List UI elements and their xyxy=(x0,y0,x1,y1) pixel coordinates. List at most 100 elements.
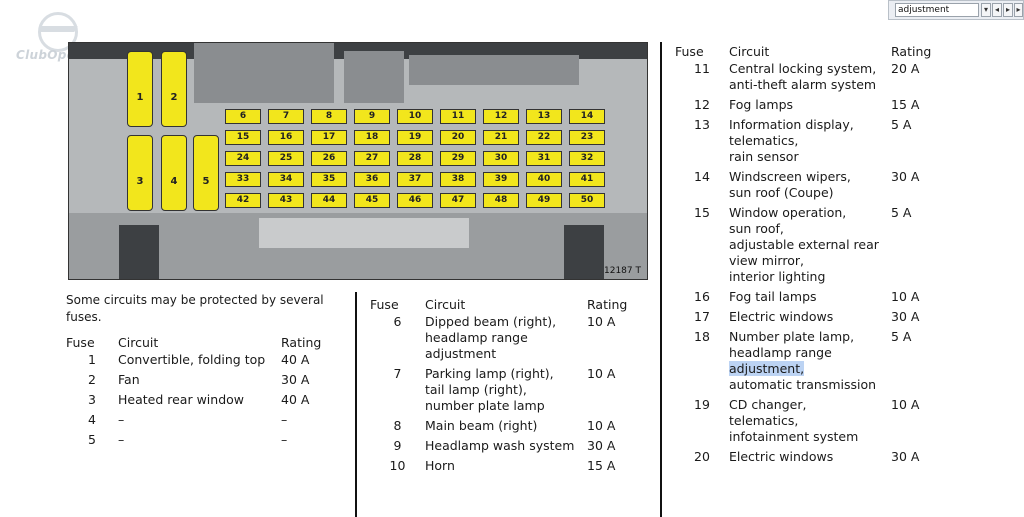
circuit-line: – xyxy=(118,432,125,447)
circuit-header: Circuit xyxy=(425,296,466,312)
fuse-number: 18 xyxy=(694,329,710,344)
fusebox-foot-right xyxy=(564,225,604,279)
fuse-header: Fuse xyxy=(370,296,399,312)
find-dropdown-icon[interactable]: ▾ xyxy=(981,3,991,17)
fuse-number: 20 xyxy=(694,449,710,464)
fuse-15: 15 xyxy=(225,130,261,145)
find-input[interactable] xyxy=(895,3,979,17)
rating-value: 30 A xyxy=(281,372,310,387)
fuse-32: 32 xyxy=(569,151,605,166)
fuse-7: 7 xyxy=(268,109,304,124)
circuit-cell: Windscreen wipers,sun roof (Coupe) xyxy=(729,169,891,205)
circuit-line: Fog lamps xyxy=(729,97,794,112)
rating-value: 20 A xyxy=(891,61,920,76)
fuse-number: 11 xyxy=(694,61,710,76)
circuit-line: view mirror, xyxy=(729,253,804,268)
circuit-line: Headlamp wash system xyxy=(425,438,575,453)
fuse-number: 10 xyxy=(389,458,406,473)
circuit-cell: Fog tail lamps xyxy=(729,289,891,309)
fuse-5: 5 xyxy=(193,135,219,211)
circuit-cell: Headlamp wash system xyxy=(425,438,587,458)
fuse-number: 14 xyxy=(694,169,710,184)
circuit-cell: Horn xyxy=(425,458,587,478)
fusebox-foot-left xyxy=(119,225,159,279)
fuse-49: 49 xyxy=(526,193,562,208)
fuse-23: 23 xyxy=(569,130,605,145)
opel-ring-icon xyxy=(38,12,78,52)
circuit-line: adjustment xyxy=(425,346,497,361)
fuse-14: 14 xyxy=(569,109,605,124)
find-next-button[interactable]: ▸ xyxy=(1003,3,1013,17)
fuse-21: 21 xyxy=(483,130,519,145)
circuit-line: Dipped beam (right), xyxy=(425,314,557,329)
fuse-6: 6 xyxy=(225,109,261,124)
table-row: 4–– xyxy=(66,412,341,432)
fuse-1: 1 xyxy=(127,51,153,127)
circuit-cell: Heated rear window xyxy=(118,392,281,412)
fuse-26: 26 xyxy=(311,151,347,166)
fuse-45: 45 xyxy=(354,193,390,208)
fuse-number: 7 xyxy=(393,366,402,381)
circuit-cell: CD changer,telematics,infotainment syste… xyxy=(729,397,891,449)
fuse-46: 46 xyxy=(397,193,433,208)
rating-value: 15 A xyxy=(587,458,616,473)
find-options-icon[interactable]: ▸ xyxy=(1014,3,1023,17)
rating-value: 15 A xyxy=(891,97,920,112)
circuit-line: tail lamp (right), xyxy=(425,382,527,397)
circuit-cell: Fog lamps xyxy=(729,97,891,117)
fuse-number: 15 xyxy=(694,205,710,220)
fuse-31: 31 xyxy=(526,151,562,166)
relay-block-1 xyxy=(194,43,334,103)
table-row: 5–– xyxy=(66,432,341,452)
fuse-12: 12 xyxy=(483,109,519,124)
fuse-header: Fuse xyxy=(675,43,704,59)
column-divider-1 xyxy=(355,292,357,517)
rating-value: 40 A xyxy=(281,352,310,367)
circuit-line: – xyxy=(118,412,125,427)
circuit-line: Heated rear window xyxy=(118,392,245,407)
fuse-37: 37 xyxy=(397,172,433,187)
find-previous-button[interactable]: ◂ xyxy=(992,3,1002,17)
circuit-line: Electric windows xyxy=(729,309,834,324)
table-row: 14 Windscreen wipers,sun roof (Coupe)30 A xyxy=(675,169,951,205)
rating-value: 5 A xyxy=(891,117,912,132)
rating-header: Rating xyxy=(281,334,322,350)
fuse-29: 29 xyxy=(440,151,476,166)
fuse-number: 16 xyxy=(694,289,710,304)
circuit-line: headlamp range xyxy=(425,330,528,345)
rating-value: 10 A xyxy=(587,366,616,381)
fuse-4: 4 xyxy=(161,135,187,211)
rating-value: 5 A xyxy=(891,205,912,220)
fuse-19: 19 xyxy=(397,130,433,145)
protection-note: Some circuits may be protected by severa… xyxy=(66,293,324,324)
rating-value: – xyxy=(281,412,288,427)
fuse-42: 42 xyxy=(225,193,261,208)
circuit-cell: Parking lamp (right),tail lamp (right),n… xyxy=(425,366,587,418)
fuse-17: 17 xyxy=(311,130,347,145)
circuit-line: Electric windows xyxy=(729,449,834,464)
fuse-number: 3 xyxy=(88,392,96,407)
rating-value: 10 A xyxy=(891,289,920,304)
fuse-18: 18 xyxy=(354,130,390,145)
fuse-48: 48 xyxy=(483,193,519,208)
circuit-line: rain sensor xyxy=(729,149,799,164)
circuit-line: Fan xyxy=(118,372,140,387)
opel-bolt-icon xyxy=(38,26,78,32)
fuse-number: 19 xyxy=(694,397,710,412)
circuit-line: number plate lamp xyxy=(425,398,545,413)
fusebox-connector xyxy=(259,218,469,248)
circuit-cell: Electric windows xyxy=(729,309,891,329)
rating-value: 30 A xyxy=(891,169,920,184)
